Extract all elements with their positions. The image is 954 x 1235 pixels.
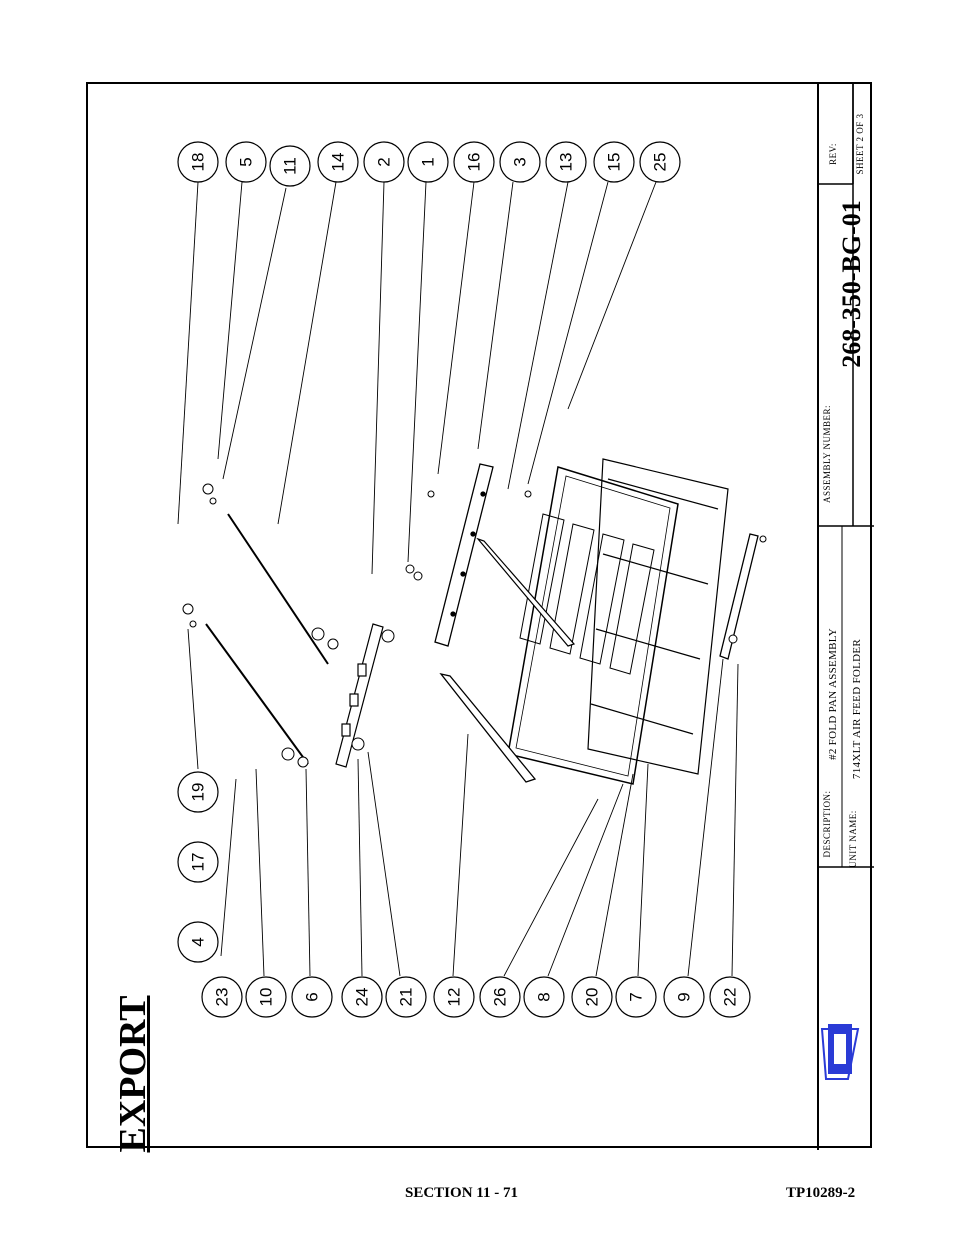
balloon-23 (201, 976, 243, 1018)
balloon-25 (639, 141, 681, 183)
balloon-12 (433, 976, 475, 1018)
balloon-19 (177, 771, 219, 813)
balloon-7 (615, 976, 657, 1018)
shafts (205, 513, 329, 765)
balloon-15 (593, 141, 635, 183)
balloon-label: 7 (627, 992, 646, 1001)
balloon-label: 16 (465, 153, 484, 172)
footer-doc-number: TP10289-2 (786, 1185, 856, 1201)
balloons-bottom (201, 976, 751, 1018)
balloon-4 (177, 921, 219, 963)
balloon-label: 21 (397, 988, 416, 1007)
balloon-26 (479, 976, 521, 1018)
unit-name-label: UNIT NAME: (848, 810, 858, 868)
title-block (817, 84, 874, 1150)
balloon-label: 12 (445, 988, 464, 1007)
export-title: EXPORT (112, 995, 154, 1153)
balloon-24 (341, 976, 383, 1018)
back-frame (587, 458, 729, 775)
title-block-text: REV: SHEET 2 OF 3 ASSEMBLY NUMBER: 268-3… (822, 113, 866, 867)
exploded-view-drawing: 18 5 11 14 2 1 16 3 13 15 25 19 17 4 23 … (177, 84, 874, 1150)
sheet-number: SHEET 2 OF 3 (855, 113, 865, 174)
drawing-frame: 18 5 11 14 2 1 16 3 13 15 25 19 17 4 23 … (86, 82, 874, 1153)
balloon-21 (385, 976, 427, 1018)
balloon-label: 2 (375, 157, 394, 166)
fold-pan-plate (507, 466, 679, 785)
balloon-label: 14 (329, 153, 348, 172)
balloon-label: 9 (675, 992, 694, 1001)
leader-lines (177, 181, 739, 977)
balloon-label: 20 (583, 988, 602, 1007)
lower-rail (439, 672, 537, 783)
dotted-strip (476, 537, 576, 647)
unit-name: 714XLT AIR FEED FOLDER (851, 639, 863, 780)
balloon-label: 24 (353, 988, 372, 1007)
balloons-left (177, 771, 219, 963)
description-label: DESCRIPTION: (822, 790, 832, 857)
balloon-22 (709, 976, 751, 1018)
balloon-13 (545, 141, 587, 183)
balloon-label: 17 (189, 853, 208, 872)
balloon-label: 22 (721, 988, 740, 1007)
assembly-number: 268-350-BG-01 (837, 200, 866, 368)
balloon-label: 25 (651, 153, 670, 172)
balloon-label: 11 (281, 157, 300, 175)
hardware (182, 483, 767, 768)
balloon-numbers: 18 5 11 14 2 1 16 3 13 15 25 19 17 4 23 … (189, 153, 740, 1007)
company-logo (820, 1024, 860, 1080)
balloon-label: 13 (557, 153, 576, 172)
footer-section: SECTION 11 - 71 (405, 1185, 518, 1201)
balloon-10 (245, 976, 287, 1018)
balloon-8 (523, 976, 565, 1018)
balloon-label: 18 (189, 153, 208, 172)
balloon-17 (177, 841, 219, 883)
balloon-9 (663, 976, 705, 1018)
bearing-bracket (335, 623, 384, 768)
balloon-label: 4 (189, 937, 208, 946)
balloon-6 (291, 976, 333, 1018)
balloon-18 (177, 141, 219, 183)
balloon-5 (225, 141, 267, 183)
balloon-label: 26 (491, 988, 510, 1007)
balloon-label: 19 (189, 783, 208, 802)
assembly-number-label: ASSEMBLY NUMBER: (822, 405, 832, 503)
balloon-label: 10 (257, 988, 276, 1007)
balloon-1 (407, 141, 449, 183)
balloon-label: 23 (213, 988, 232, 1007)
balloon-16 (453, 141, 495, 183)
balloon-label: 8 (535, 992, 554, 1001)
rev-label: REV: (828, 143, 838, 165)
balloon-11 (269, 145, 311, 187)
balloon-label: 3 (511, 157, 530, 166)
balloon-label: 6 (303, 992, 322, 1001)
side-bar (719, 533, 759, 660)
balloon-2 (363, 141, 405, 183)
upper-rail (434, 463, 494, 647)
balloon-label: 15 (605, 153, 624, 172)
balloon-20 (571, 976, 613, 1018)
description: #2 FOLD PAN ASSEMBLY (827, 628, 839, 760)
balloon-label: 1 (419, 157, 438, 166)
balloon-14 (317, 141, 359, 183)
balloon-3 (499, 141, 541, 183)
balloons-top (177, 141, 681, 187)
balloon-label: 5 (237, 157, 256, 166)
